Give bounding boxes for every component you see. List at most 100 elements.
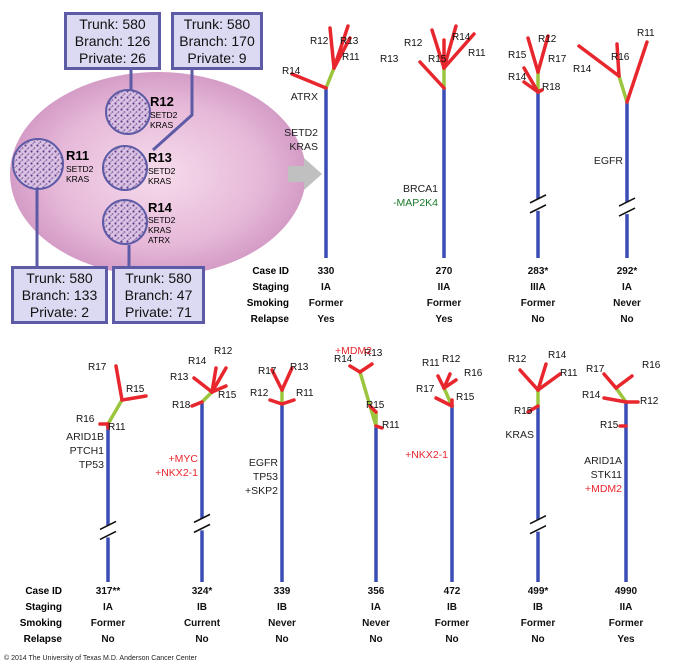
private-branch-line bbox=[536, 362, 548, 392]
region-r12: R12 SETD2 KRAS bbox=[105, 89, 178, 135]
smoking-value: Former bbox=[91, 618, 126, 629]
staging-value: IIA bbox=[438, 282, 451, 293]
leaf-label: R13 bbox=[340, 36, 359, 47]
region-r11-gene: SETD2 bbox=[66, 164, 94, 174]
case-id-value: 317** bbox=[96, 586, 121, 597]
region-r11-image bbox=[12, 138, 64, 190]
private-branch-line bbox=[418, 60, 446, 90]
private-branch-line bbox=[536, 88, 544, 94]
staging-value: IA bbox=[622, 282, 632, 293]
arrow-icon bbox=[288, 158, 322, 190]
private-branch-line bbox=[625, 40, 649, 104]
gene-label: +SKP2 bbox=[245, 485, 278, 497]
private-branch-line bbox=[430, 28, 446, 70]
leaf-label: R11 bbox=[342, 52, 360, 63]
row-label-relapse: Relapse bbox=[251, 314, 290, 325]
leaf-label: R15 bbox=[600, 420, 619, 431]
gene-label: BRCA1 bbox=[403, 183, 438, 195]
private-branch-line bbox=[442, 24, 458, 70]
private-branch-line bbox=[268, 398, 284, 406]
tree-case-324: R14R12R13R15R18+MYC+NKX2-1324*IBCurrentN… bbox=[155, 346, 237, 645]
leaf-label: R12 bbox=[250, 388, 269, 399]
leaf-label: R14 bbox=[334, 354, 353, 365]
axis-break-mark bbox=[99, 530, 117, 541]
region-r14-gene: SETD2 bbox=[148, 215, 176, 225]
leaf-label: R14 bbox=[452, 32, 471, 43]
count-box-line: Branch: 47 bbox=[124, 287, 193, 303]
branch-line bbox=[358, 370, 378, 428]
case-id-value: 292* bbox=[617, 266, 638, 277]
row-label-smoking: Smoking bbox=[20, 618, 62, 629]
leaf-label: R14 bbox=[548, 350, 567, 361]
case-id-value: 330 bbox=[318, 266, 335, 277]
case-id-value: 270 bbox=[436, 266, 453, 277]
row-labels-bottom: Case ID Staging Smoking Relapse bbox=[20, 586, 63, 645]
leaf-label: R11 bbox=[637, 28, 655, 39]
relapse-value: No bbox=[531, 314, 544, 325]
leaf-label: R12 bbox=[310, 36, 329, 47]
private-branch-line bbox=[522, 80, 540, 94]
private-branch-line bbox=[374, 424, 384, 430]
leaf-label: R14 bbox=[508, 72, 527, 83]
count-box-line: Private: 26 bbox=[79, 50, 146, 66]
relapse-value: Yes bbox=[617, 634, 635, 645]
leaf-label: R16 bbox=[642, 360, 661, 371]
case-id-value: 472 bbox=[444, 586, 461, 597]
copyright-footer: © 2014 The University of Texas M.D. Ande… bbox=[4, 655, 197, 662]
leaf-label: R15 bbox=[126, 384, 145, 395]
private-branch-line bbox=[210, 366, 228, 394]
count-box-r12: Trunk: 580 Branch: 126 Private: 26 bbox=[64, 12, 161, 70]
tumor-ellipse bbox=[10, 72, 306, 276]
leaf-label: R17 bbox=[88, 362, 107, 373]
private-branch-line bbox=[332, 36, 352, 70]
branch-line bbox=[106, 398, 124, 426]
private-branch-line bbox=[280, 366, 294, 392]
branch-line bbox=[324, 66, 336, 90]
private-branch-line bbox=[536, 34, 550, 74]
axis-break-mark bbox=[193, 513, 211, 524]
axis-break-mark bbox=[529, 524, 547, 535]
leaf-label: R11 bbox=[296, 388, 314, 399]
leaf-label: R16 bbox=[611, 52, 630, 63]
gene-label: TP53 bbox=[253, 471, 278, 483]
row-labels-top: Case ID Staging Smoking Relapse bbox=[247, 266, 290, 325]
row-label-staging: Staging bbox=[25, 602, 62, 613]
axis-break-mark bbox=[618, 197, 636, 207]
gene-label: +NKX2-1 bbox=[405, 449, 448, 461]
leaf-label: R15 bbox=[514, 406, 533, 417]
leaf-label: R11 bbox=[382, 420, 400, 431]
region-r12-label: R12 bbox=[150, 94, 174, 109]
private-branch-line bbox=[368, 404, 378, 414]
private-branch-line bbox=[192, 376, 214, 394]
leaf-label: R12 bbox=[214, 346, 233, 357]
branch-line bbox=[200, 390, 214, 404]
gene-label: KRAS bbox=[505, 429, 534, 441]
region-r11-gene: KRAS bbox=[66, 174, 89, 184]
leaf-label: R15 bbox=[456, 392, 475, 403]
axis-break-mark bbox=[193, 523, 211, 534]
relapse-value: No bbox=[445, 634, 458, 645]
case-id-value: 283* bbox=[528, 266, 549, 277]
row-label-case-id: Case ID bbox=[25, 586, 62, 597]
smoking-value: Former bbox=[609, 618, 644, 629]
count-box-line: Trunk: 580 bbox=[125, 270, 192, 286]
gene-label: ARID1A bbox=[584, 455, 622, 467]
count-box-r11: Trunk: 580 Branch: 133 Private: 2 bbox=[11, 266, 108, 324]
smoking-value: Never bbox=[268, 618, 296, 629]
region-r14: R14 SETD2 KRAS ATRX bbox=[102, 199, 176, 245]
count-box-line: Trunk: 580 bbox=[79, 16, 146, 32]
leaf-label: R13 bbox=[290, 362, 309, 373]
case-id-value: 356 bbox=[368, 586, 385, 597]
private-branch-line bbox=[120, 394, 148, 402]
private-branch-line bbox=[190, 400, 204, 408]
leaf-label: R16 bbox=[464, 368, 483, 379]
gene-label: PTCH1 bbox=[70, 445, 105, 457]
staging-value: IIA bbox=[620, 602, 633, 613]
region-r11: R11 SETD2 KRAS bbox=[12, 138, 94, 190]
